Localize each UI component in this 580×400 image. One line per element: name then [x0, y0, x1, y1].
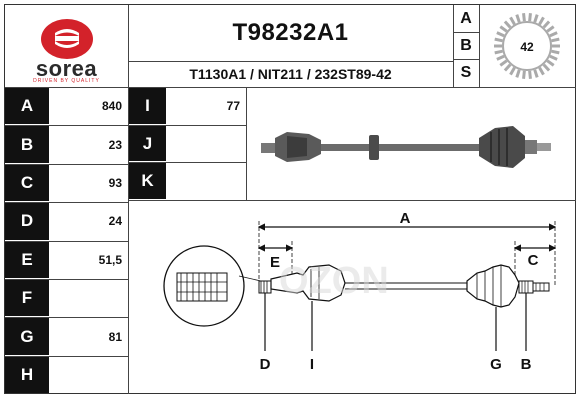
spec-label-f: F [5, 280, 49, 317]
dim-label-c: C [528, 252, 539, 269]
abs-letter-a: A [460, 10, 472, 27]
spec-label-i: I [129, 88, 166, 124]
brand-name: sorea [35, 56, 98, 81]
abs-letter-b: B [460, 37, 472, 54]
spec-label-k: K [129, 163, 166, 200]
spec-label-j: J [129, 125, 166, 162]
spec-label-b: B [5, 126, 49, 163]
dimension-diagram: A E C D I [129, 201, 575, 393]
brand-tagline: DRIVEN BY QUALITY [33, 78, 100, 84]
abs-teeth-count: 42 [520, 40, 534, 54]
shaft-photo [247, 88, 575, 200]
spec-value-g: 81 [108, 329, 122, 344]
product-sheet [4, 4, 576, 394]
spec-label-d: D [5, 203, 49, 240]
spec-label-g: G [5, 318, 49, 355]
spec-value-i: 77 [226, 98, 240, 113]
spec-value-f [49, 279, 128, 317]
spec-label-h: H [5, 356, 49, 394]
spec-value-b: 23 [108, 137, 122, 152]
dim-label-g: G [490, 356, 502, 373]
spec-value-k [166, 162, 246, 200]
dim-label-e: E [270, 254, 280, 271]
spec-value-j [166, 125, 246, 163]
spec-label-a: A [5, 88, 49, 125]
spec-label-e: E [5, 241, 49, 278]
dim-label-a: A [400, 210, 411, 227]
spec-label-c: C [5, 164, 49, 202]
dim-label-b: B [521, 356, 532, 373]
abs-letter-s: S [460, 64, 472, 81]
spec-value-a: 840 [101, 99, 122, 114]
dim-label-d: D [260, 356, 271, 373]
spec-value-c: 93 [108, 175, 122, 190]
abs-ring-icon: 42 [494, 13, 560, 79]
dim-label-i: I [310, 356, 314, 373]
spec-value-d: 24 [108, 214, 122, 229]
part-number: T98232A1 [232, 19, 349, 46]
abs-ring: 42 [479, 5, 576, 87]
spec-value-e: 51,5 [98, 252, 122, 267]
spec-value-h [49, 356, 128, 394]
brand-emblem [41, 19, 93, 59]
watermark-text: OZON [279, 260, 389, 302]
cross-references: T1130A1 / NIT211 / 232ST89-42 [189, 66, 392, 82]
brand-logo: sorea DRIVEN BY QUALITY [5, 5, 128, 87]
